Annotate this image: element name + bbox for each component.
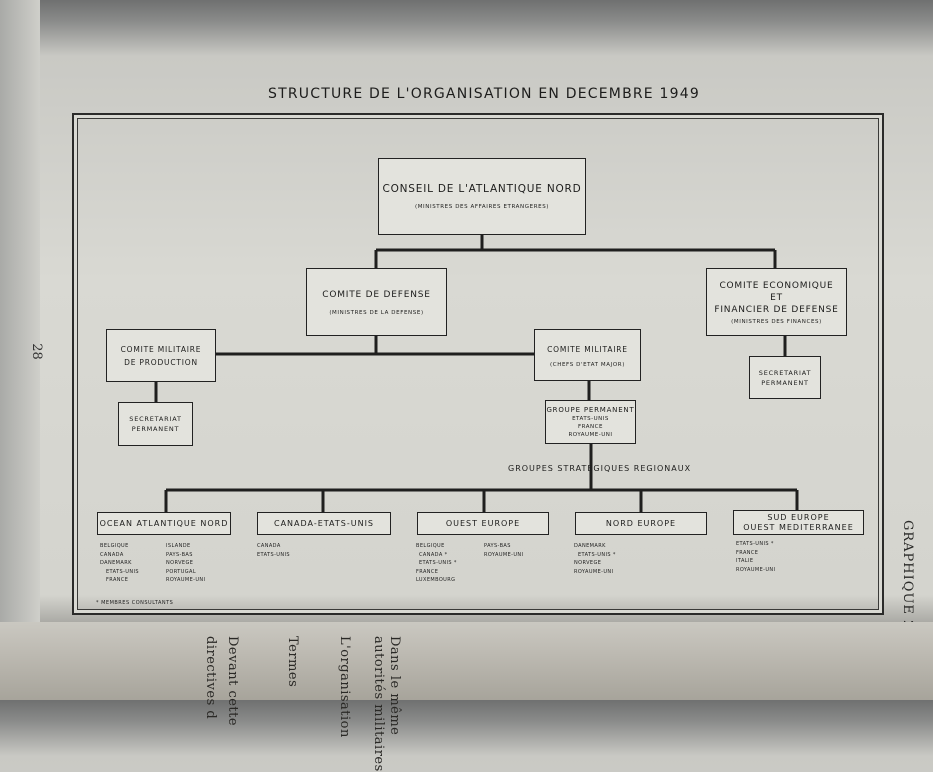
member: FRANCE xyxy=(416,568,439,575)
region-ocean-atlantique-nord: OCEAN ATLANTIQUE NORD xyxy=(97,512,231,535)
member: ISLANDE xyxy=(166,543,191,549)
node-sec-economique-label-2: PERMANENT xyxy=(761,378,809,387)
member: ROYAUME-UNI xyxy=(574,568,614,575)
node-comite-production: COMITE MILITAIRE DE PRODUCTION xyxy=(106,329,216,382)
member: CANADA xyxy=(100,551,124,558)
member: ROYAUME-UNI xyxy=(484,551,524,558)
node-groupe-member-1: ETATS-UNIS xyxy=(572,416,609,422)
node-comite-militaire: COMITE MILITAIRE (CHEFS D'ETAT MAJOR) xyxy=(534,329,641,381)
region-nord-europe: NORD EUROPE xyxy=(575,512,707,535)
node-economique-sub: (MINISTRES DES FINANCES) xyxy=(731,318,822,325)
node-economique-label-1: COMITE ECONOMIQUE xyxy=(719,280,834,291)
node-groupe-permanent: GROUPE PERMANENT ETATS-UNIS FRANCE ROYAU… xyxy=(545,400,636,444)
connector-lines xyxy=(154,235,799,512)
region-5-name-1: SUD EUROPE xyxy=(767,512,830,522)
region-1-name: OCEAN ATLANTIQUE NORD xyxy=(99,519,229,528)
member: ETATS-UNIS xyxy=(257,551,290,558)
member: ETATS-UNIS * xyxy=(578,551,616,558)
member: BELGIQUE xyxy=(100,543,129,549)
region-canada-etats-unis: CANADA-ETATS-UNIS xyxy=(257,512,391,535)
member: PAYS-BAS xyxy=(166,551,193,558)
region-5-name-2: OUEST MEDITERRANEE xyxy=(743,522,854,532)
node-militaire-label: COMITE MILITAIRE xyxy=(547,344,628,354)
region-3-members-col2: PAYS-BAS ROYAUME-UNI xyxy=(484,542,523,559)
node-secretariat-production: SECRETARIAT PERMANENT xyxy=(118,402,193,446)
diagram-title: STRUCTURE DE L'ORGANISATION EN DECEMBRE … xyxy=(268,86,700,102)
node-secretariat-economique: SECRETARIAT PERMANENT xyxy=(749,356,821,399)
member: DANEMARK xyxy=(574,543,606,549)
node-groupe-label: GROUPE PERMANENT xyxy=(546,406,635,414)
region-2-name: CANADA-ETATS-UNIS xyxy=(273,519,375,528)
node-sec-production-label-1: SECRETARIAT xyxy=(129,415,182,423)
node-defense-sub: (MINISTRES DE LA DEFENSE) xyxy=(329,309,424,316)
member: ROYAUME-UNI xyxy=(736,566,776,573)
node-conseil-sub: (MINISTRES DES AFFAIRES ETRANGERES) xyxy=(414,204,550,210)
node-comite-defense: COMITE DE DEFENSE (MINISTRES DE LA DEFEN… xyxy=(306,268,447,336)
bottom-text-3: L'organisation xyxy=(337,636,352,738)
footnote: * MEMBRES CONSULTANTS xyxy=(96,600,174,606)
diagram-frame xyxy=(72,113,884,615)
regional-groups-label: GROUPES STRATEGIQUES REGIONAUX xyxy=(508,464,692,473)
node-militaire-sub: (CHEFS D'ETAT MAJOR) xyxy=(550,361,625,368)
node-production-label-1: COMITE MILITAIRE xyxy=(120,344,202,354)
bottom-text-5: Dans le même xyxy=(387,636,402,736)
region-4-name: NORD EUROPE xyxy=(605,519,677,528)
member: FRANCE xyxy=(106,577,129,583)
member: ETATS-UNIS * xyxy=(736,541,774,547)
region-3-name: OUEST EUROPE xyxy=(445,519,521,528)
bottom-text-4: autorités militaires xyxy=(371,636,386,772)
next-page-edge xyxy=(0,622,933,700)
member: NORVEGE xyxy=(574,560,602,566)
member: ROYAUME-UNI xyxy=(166,577,206,583)
region-4-members: DANEMARK ETATS-UNIS * NORVEGE ROYAUME-UN… xyxy=(574,542,616,576)
member: LUXEMBOURG xyxy=(416,577,456,583)
node-conseil: CONSEIL DE L'ATLANTIQUE NORD (MINISTRES … xyxy=(378,158,586,235)
member: PAYS-BAS xyxy=(484,543,511,549)
member: DANEMARK xyxy=(100,560,132,566)
node-economique-label-3: FINANCIER DE DEFENSE xyxy=(714,304,839,315)
member: BELGIQUE xyxy=(416,543,445,549)
member: CANADA * xyxy=(419,551,448,558)
member: ETATS-UNIS * xyxy=(419,560,457,566)
member: ETATS-UNIS xyxy=(106,568,139,575)
region-3-members-col1: BELGIQUE CANADA * ETATS-UNIS * FRANCE LU… xyxy=(416,542,457,585)
member: NORVEGE xyxy=(166,560,194,566)
left-page-edge xyxy=(0,0,40,625)
region-1-members-col1: BELGIQUE CANADA DANEMARK ETATS-UNIS FRAN… xyxy=(100,542,139,585)
member: PORTUGAL xyxy=(166,568,197,575)
node-production-label-2: DE PRODUCTION xyxy=(124,357,198,367)
node-comite-economique: COMITE ECONOMIQUE ET FINANCIER DE DEFENS… xyxy=(706,268,847,336)
region-ouest-europe: OUEST EUROPE xyxy=(417,512,549,535)
bottom-text-1: Devant cette xyxy=(225,636,240,727)
region-1-members-col2: ISLANDE PAYS-BAS NORVEGE PORTUGAL ROYAUM… xyxy=(166,542,205,585)
node-sec-production-label-2: PERMANENT xyxy=(131,425,180,433)
region-2-members: CANADA ETATS-UNIS xyxy=(257,542,290,559)
region-sud-europe: SUD EUROPE OUEST MEDITERRANEE xyxy=(733,510,864,535)
member: FRANCE xyxy=(736,549,759,556)
node-conseil-label: CONSEIL DE L'ATLANTIQUE NORD xyxy=(382,183,582,195)
node-economique-label-2: ET xyxy=(770,292,783,303)
member: ITALIE xyxy=(736,558,754,564)
node-defense-label: COMITE DE DEFENSE xyxy=(322,289,431,300)
member: CANADA xyxy=(257,543,281,549)
node-sec-economique-label-1: SECRETARIAT xyxy=(758,368,812,377)
region-5-members: ETATS-UNIS * FRANCE ITALIE ROYAUME-UNI xyxy=(736,540,775,574)
node-groupe-member-2: FRANCE xyxy=(578,424,603,430)
bottom-text-6: Termes xyxy=(285,636,300,688)
node-groupe-member-3: ROYAUME-UNI xyxy=(568,432,613,438)
bottom-text-2: directives d xyxy=(203,636,218,720)
